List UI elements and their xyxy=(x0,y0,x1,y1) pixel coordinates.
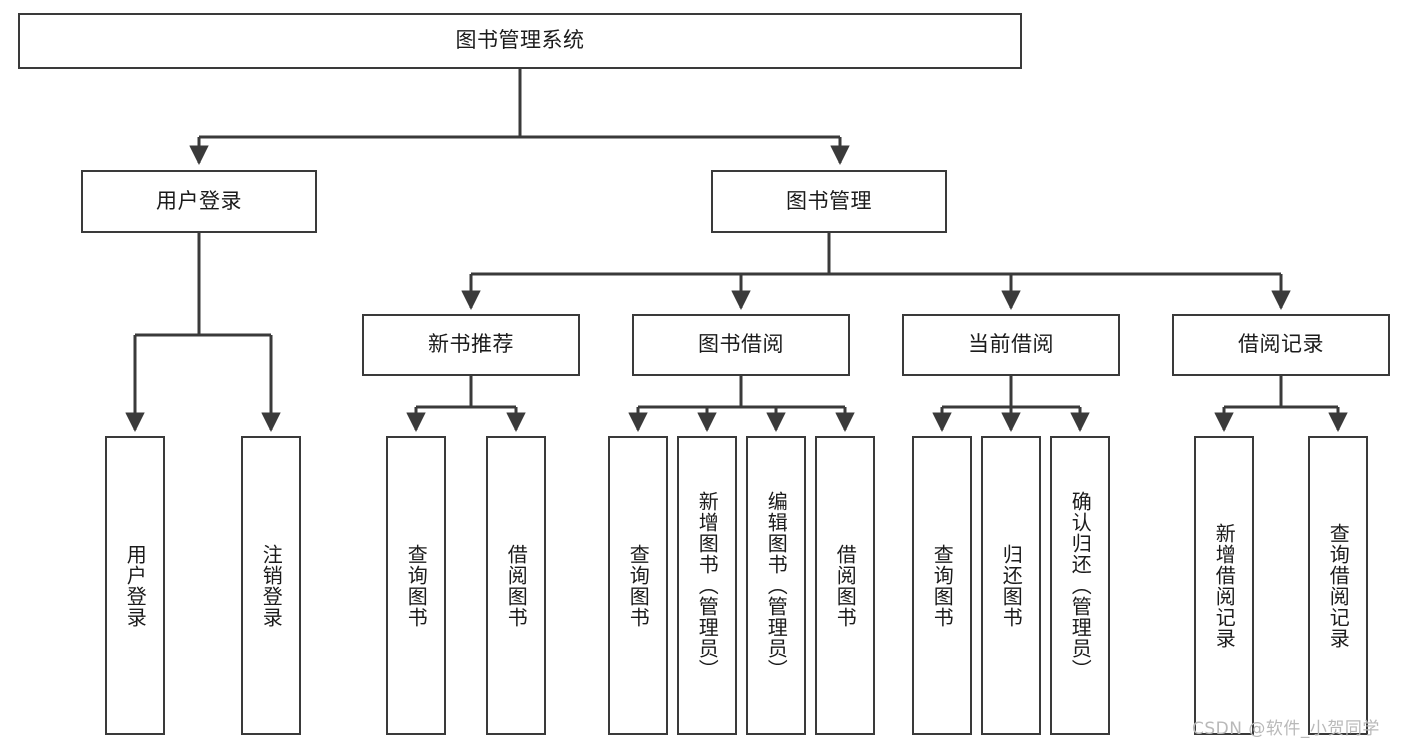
node-leaf-add-book[interactable]: 新增图书（管理员） xyxy=(677,436,737,735)
leaf-content: 查询图书 xyxy=(610,438,666,733)
leaf-content: 借阅图书 xyxy=(817,438,873,733)
node-book-manage-label: 图书管理 xyxy=(786,188,872,213)
node-leaf-logout-label: 注销登录 xyxy=(259,543,284,628)
leaf-content: 确认归还（管理员） xyxy=(1052,438,1108,733)
node-leaf-query-record[interactable]: 查询借阅记录 xyxy=(1308,436,1368,735)
leaf-content: 查询图书 xyxy=(914,438,970,733)
node-leaf-user-login-label: 用户登录 xyxy=(123,543,148,628)
node-leaf-confirm-return[interactable]: 确认归还（管理员） xyxy=(1050,436,1110,735)
node-leaf-add-record[interactable]: 新增借阅记录 xyxy=(1194,436,1254,735)
node-leaf-query-book-2[interactable]: 查询图书 xyxy=(608,436,668,735)
node-root-label: 图书管理系统 xyxy=(455,28,585,53)
node-book-borrow-label: 图书借阅 xyxy=(698,332,784,357)
node-leaf-query-book-1-label: 查询图书 xyxy=(404,543,429,628)
leaf-content: 查询借阅记录 xyxy=(1310,438,1366,733)
node-leaf-query-record-label: 查询借阅记录 xyxy=(1326,522,1351,649)
node-borrow-record-label: 借阅记录 xyxy=(1238,332,1324,357)
node-leaf-query-book-3[interactable]: 查询图书 xyxy=(912,436,972,735)
node-leaf-logout[interactable]: 注销登录 xyxy=(241,436,301,735)
node-leaf-borrow-book-1-label: 借阅图书 xyxy=(504,543,529,628)
leaf-content: 新增借阅记录 xyxy=(1196,438,1252,733)
node-leaf-user-login[interactable]: 用户登录 xyxy=(105,436,165,735)
node-leaf-return-book[interactable]: 归还图书 xyxy=(981,436,1041,735)
node-new-book-recommend-label: 新书推荐 xyxy=(428,332,514,357)
leaf-content: 查询图书 xyxy=(388,438,444,733)
node-leaf-add-record-label: 新增借阅记录 xyxy=(1212,522,1237,649)
leaf-content: 编辑图书（管理员） xyxy=(748,438,804,733)
node-leaf-edit-book-label: 编辑图书（管理员） xyxy=(764,491,789,680)
node-new-book-recommend[interactable]: 新书推荐 xyxy=(362,314,580,376)
node-root[interactable]: 图书管理系统 xyxy=(18,13,1022,69)
node-user-login[interactable]: 用户登录 xyxy=(81,170,317,233)
node-leaf-borrow-book-2[interactable]: 借阅图书 xyxy=(815,436,875,735)
node-leaf-add-book-label: 新增图书（管理员） xyxy=(695,491,720,680)
watermark-text: CSDN @软件_小贺同学 xyxy=(1192,719,1380,739)
node-leaf-edit-book[interactable]: 编辑图书（管理员） xyxy=(746,436,806,735)
node-leaf-confirm-return-label: 确认归还（管理员） xyxy=(1068,491,1093,680)
leaf-content: 新增图书（管理员） xyxy=(679,438,735,733)
node-current-borrow[interactable]: 当前借阅 xyxy=(902,314,1120,376)
leaf-content: 用户登录 xyxy=(107,438,163,733)
node-leaf-return-book-label: 归还图书 xyxy=(999,543,1024,628)
leaf-content: 借阅图书 xyxy=(488,438,544,733)
leaf-content: 注销登录 xyxy=(243,438,299,733)
leaf-content: 归还图书 xyxy=(983,438,1039,733)
node-leaf-query-book-3-label: 查询图书 xyxy=(930,543,955,628)
node-leaf-borrow-book-2-label: 借阅图书 xyxy=(833,543,858,628)
node-current-borrow-label: 当前借阅 xyxy=(968,332,1054,357)
node-leaf-borrow-book-1[interactable]: 借阅图书 xyxy=(486,436,546,735)
node-leaf-query-book-2-label: 查询图书 xyxy=(626,543,651,628)
node-book-manage[interactable]: 图书管理 xyxy=(711,170,947,233)
node-borrow-record[interactable]: 借阅记录 xyxy=(1172,314,1390,376)
node-leaf-query-book-1[interactable]: 查询图书 xyxy=(386,436,446,735)
node-book-borrow[interactable]: 图书借阅 xyxy=(632,314,850,376)
node-user-login-label: 用户登录 xyxy=(156,188,242,213)
